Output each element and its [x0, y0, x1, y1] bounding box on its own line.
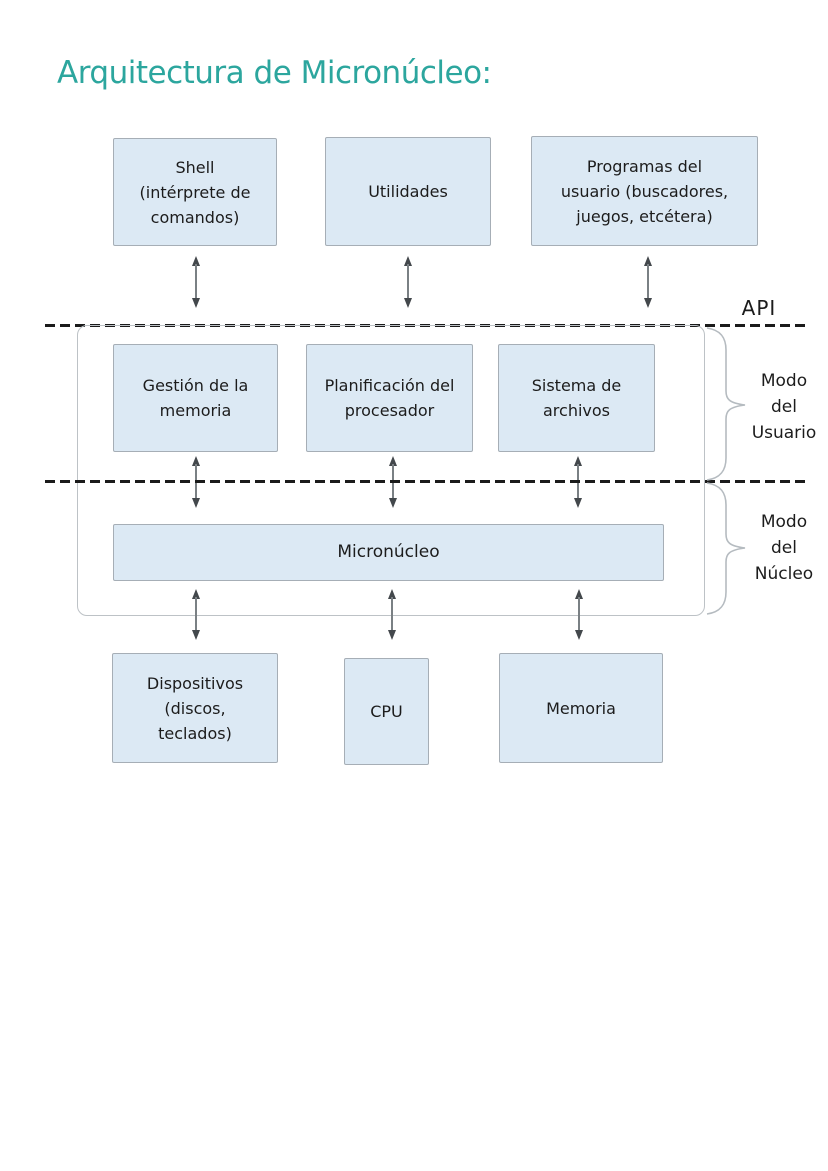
arrow-up-head-icon — [191, 589, 200, 599]
arrow-up-head-icon — [387, 589, 396, 599]
arrow-down-head-icon — [191, 498, 200, 508]
arrow-up-head-icon — [573, 456, 582, 466]
double-arrow-icon — [190, 589, 202, 640]
box-memory-management: Gestión de la memoria — [113, 344, 278, 452]
diagram-title: Arquitectura de Micronúcleo: — [57, 55, 492, 91]
kernel-mode-brace-icon — [706, 482, 746, 615]
arrow-down-head-icon — [387, 630, 396, 640]
box-devices: Dispositivos (discos, teclados) — [112, 653, 278, 763]
arrow-up-head-icon — [191, 256, 200, 266]
arrow-up-head-icon — [403, 256, 412, 266]
box-user-programs: Programas del usuario (buscadores, juego… — [531, 136, 758, 246]
double-arrow-icon — [573, 589, 585, 640]
arrow-down-head-icon — [191, 630, 200, 640]
user-mode-brace-icon — [706, 327, 746, 481]
arrow-stem — [647, 264, 649, 300]
double-arrow-icon — [642, 256, 654, 308]
box-file-system: Sistema de archivos — [498, 344, 655, 452]
box-microkernel: Micronúcleo — [113, 524, 664, 581]
box-utilities: Utilidades — [325, 137, 491, 246]
box-cpu: CPU — [344, 658, 429, 765]
double-arrow-icon — [190, 256, 202, 308]
arrow-down-head-icon — [191, 298, 200, 308]
double-arrow-icon — [402, 256, 414, 308]
double-arrow-icon — [386, 589, 398, 640]
mode-outline-rect — [77, 325, 705, 616]
arrow-down-head-icon — [403, 298, 412, 308]
arrow-down-head-icon — [574, 630, 583, 640]
arrow-stem — [195, 264, 197, 300]
box-memory: Memoria — [499, 653, 663, 763]
kernel-mode-label: Modo del Núcleo — [754, 512, 814, 584]
user-mode-label: Modo del Usuario — [751, 371, 817, 443]
arrow-down-head-icon — [388, 498, 397, 508]
box-shell: Shell (intérprete de comandos) — [113, 138, 277, 246]
arrow-stem — [391, 597, 393, 632]
kernel-dashed-line — [45, 480, 805, 483]
arrow-stem — [195, 597, 197, 632]
arrow-down-head-icon — [573, 498, 582, 508]
arrow-stem — [578, 597, 580, 632]
arrow-up-head-icon — [574, 589, 583, 599]
arrow-down-head-icon — [643, 298, 652, 308]
arrow-up-head-icon — [191, 456, 200, 466]
arrow-up-head-icon — [643, 256, 652, 266]
arrow-up-head-icon — [388, 456, 397, 466]
api-label: API — [741, 296, 777, 320]
box-processor-scheduling: Planificación del procesador — [306, 344, 473, 452]
arrow-stem — [407, 264, 409, 300]
